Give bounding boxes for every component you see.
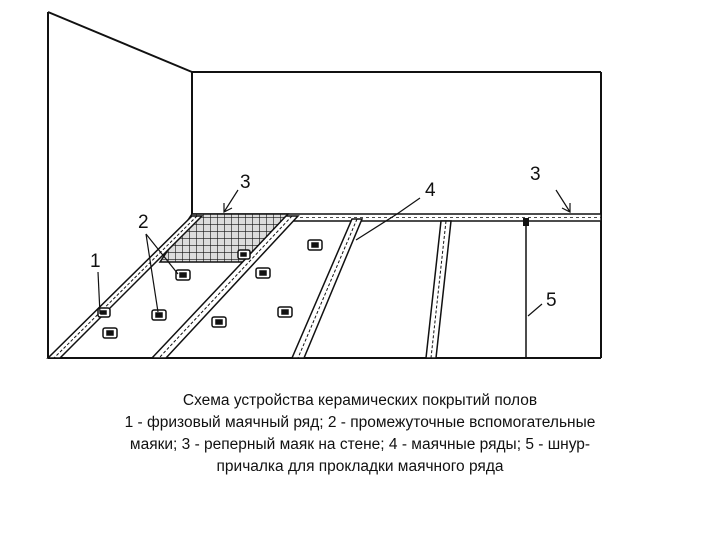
mortar-dab — [102, 327, 118, 339]
mortar-dab — [277, 306, 293, 318]
callout-4: 4 — [425, 180, 436, 201]
callout-3-left: 3 — [240, 172, 251, 193]
caption-line-3: маяки; 3 - реперный маяк на стене; 4 - м… — [129, 436, 591, 453]
cord-line — [523, 218, 529, 358]
leader-lines — [97, 189, 571, 317]
beacon-row-3 — [425, 220, 452, 359]
mortar-dab — [211, 316, 227, 328]
callout-5: 5 — [546, 290, 557, 311]
mortar-dab — [307, 239, 323, 251]
caption-line-2: 1 - фризовый маячный ряд; 2 - промежуточ… — [124, 414, 596, 431]
mortar-dab — [237, 249, 251, 260]
floor-tiling-diagram: 1 2 3 4 3 5 — [46, 11, 602, 359]
callout-2: 2 — [138, 212, 149, 233]
caption-line-4: причалка для прокладки маячного ряда — [216, 458, 504, 475]
mortar-dab — [255, 267, 271, 279]
beacon-rows — [150, 215, 452, 359]
mortar-dabs — [97, 239, 323, 339]
beacon-row-2 — [290, 218, 364, 359]
callout-3-right: 3 — [530, 164, 541, 185]
figure-caption: Схема устройства керамических покрытий п… — [40, 390, 680, 478]
mortar-dab — [175, 269, 191, 281]
callout-1: 1 — [90, 251, 101, 272]
mortar-dab — [151, 309, 167, 321]
beacon-row-1 — [150, 215, 300, 359]
mortar-dab — [97, 307, 111, 318]
caption-line-1: Схема устройства керамических покрытий п… — [182, 392, 538, 409]
frieze-beacon-row — [46, 215, 204, 359]
room-outline — [47, 11, 602, 359]
